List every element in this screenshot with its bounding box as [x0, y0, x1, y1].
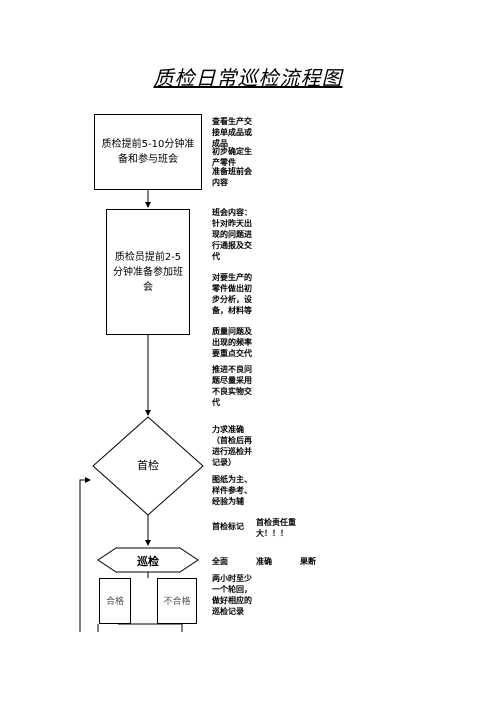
note-first-check-mark: 首检标记	[212, 522, 244, 531]
fail-box: 不合格	[157, 578, 197, 624]
page-title: 质检日常巡检流程图	[153, 66, 343, 90]
note-quality-frequency: 质量问题及出现的频率要重点交代	[212, 327, 252, 358]
step-attend-meeting-box: 质检员提前2-5分钟准备参加班会	[106, 209, 190, 335]
note-defect-samples: 推进不良问题尽量采用不良实物交代	[212, 365, 252, 407]
patrol-label: 巡检	[137, 555, 159, 568]
note-check-handover: 查看生产交接单成品或成品	[212, 117, 252, 148]
note-determine-parts: 初步确定生产零件	[212, 147, 252, 167]
note-accurate: 准确	[256, 557, 272, 566]
pass-label: 合格	[105, 597, 124, 607]
note-decisive: 果断	[300, 557, 316, 566]
note-accuracy: 力求准确（首检后再进行巡检并记录）	[212, 425, 252, 467]
note-analysis: 对要生产的零件做出初步分析，设备，材料等	[212, 273, 252, 315]
patrol-hexagon	[97, 547, 199, 573]
note-meeting-content: 班会内容：针对昨天出现的问题进行通报及交代	[212, 208, 252, 261]
step-prepare-meeting-label: 质检提前5-10分钟准备和参与班会	[101, 139, 195, 165]
note-comprehensive: 全面	[212, 557, 228, 566]
first-check-label: 首检	[137, 459, 159, 472]
note-patrol-cycle: 两小时至少一个轮回，做好相应的巡检记录	[212, 574, 252, 616]
note-prepare-content: 准备班前会内容	[212, 167, 252, 187]
step-attend-meeting-label: 质检员提前2-5分钟准备参加班会	[113, 251, 183, 293]
note-drawings-first: 图纸为主、样件参考、经验为辅	[212, 475, 252, 506]
loop-back-line	[79, 477, 91, 632]
note-first-check-responsibility: 首检责任重大！！！	[256, 518, 296, 538]
first-check-diamond	[92, 416, 204, 516]
step-prepare-meeting-box: 质检提前5-10分钟准备和参与班会	[94, 114, 202, 190]
fail-label: 不合格	[163, 597, 191, 607]
pass-box: 合格	[99, 578, 131, 624]
